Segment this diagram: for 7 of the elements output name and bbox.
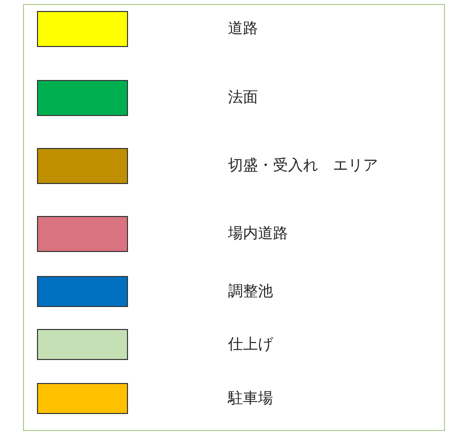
legend-label: 駐車場: [228, 388, 273, 408]
legend-label: 切盛・受入れ エリア: [228, 155, 378, 175]
legend-label: 法面: [228, 87, 258, 107]
legend-label: 道路: [228, 18, 258, 38]
legend-label: 場内道路: [228, 223, 288, 243]
legend-label: 調整池: [228, 280, 273, 300]
legend-label: 仕上げ: [228, 334, 273, 354]
